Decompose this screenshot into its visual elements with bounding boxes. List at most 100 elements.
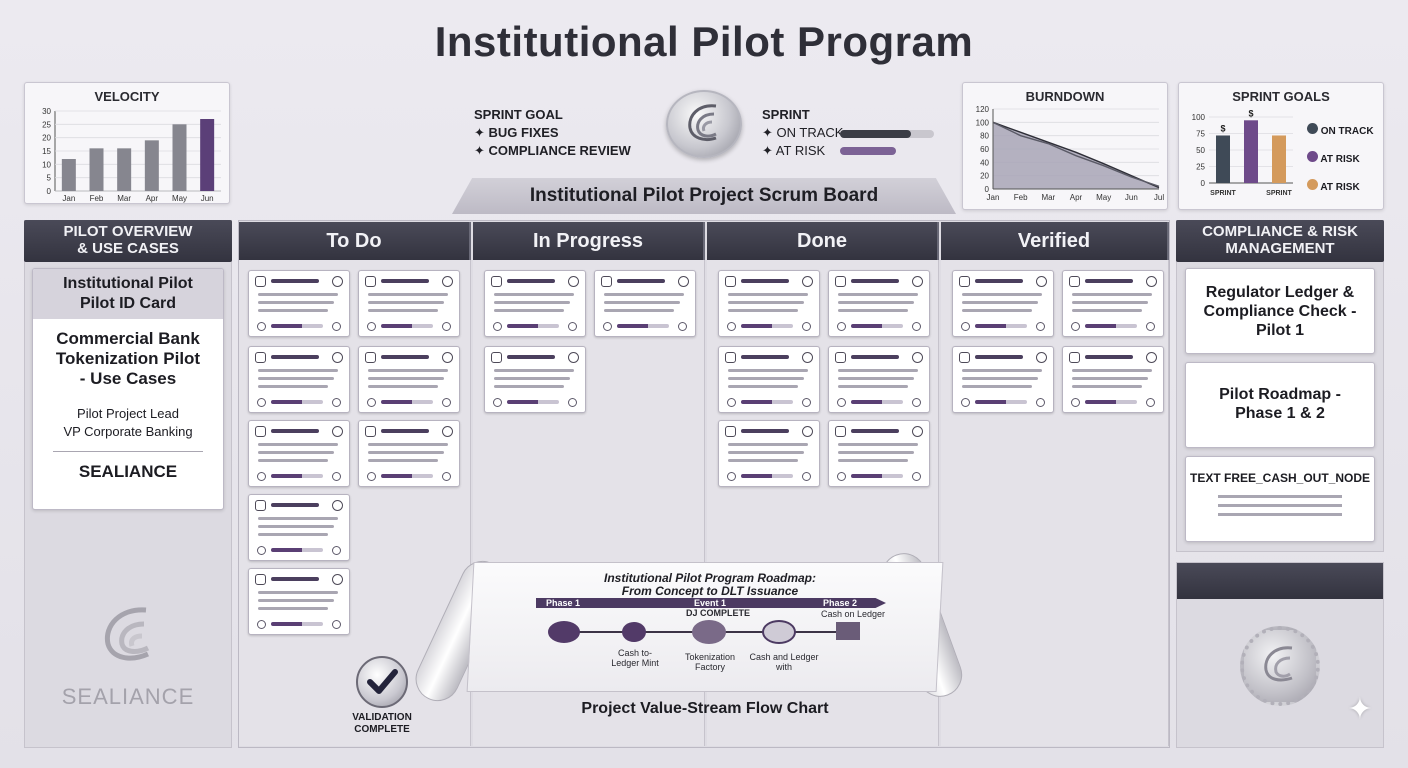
- x-tick-label: Mar: [117, 194, 131, 203]
- text-line: [1072, 301, 1148, 304]
- task-card[interactable]: [828, 346, 930, 413]
- sprint-goal-item: ✦ COMPLIANCE REVIEW: [474, 143, 631, 158]
- x-tick-label: Jan: [62, 194, 75, 203]
- column-header-verified[interactable]: Verified: [941, 222, 1169, 260]
- attachment-icon: [912, 472, 921, 481]
- task-card[interactable]: [484, 270, 586, 337]
- task-card[interactable]: [1062, 346, 1164, 413]
- attachment-icon: [1146, 398, 1155, 407]
- pilot-roadmap-card[interactable]: Pilot Roadmap - Phase 1 & 2: [1185, 362, 1375, 448]
- cash-out-node-card[interactable]: TEXT FREE_CASH_OUT_NODE: [1185, 456, 1375, 542]
- text-line: [258, 377, 334, 380]
- text-line: [258, 517, 338, 520]
- x-tick-label: Mar: [1041, 193, 1055, 202]
- assignee-icon: [961, 398, 970, 407]
- column-header-in-progress[interactable]: In Progress: [473, 222, 705, 260]
- x-tick-label: SPRINT: [1210, 190, 1236, 197]
- task-card[interactable]: [248, 494, 350, 561]
- regulator-ledger-card[interactable]: Regulator Ledger & Compliance Check - Pi…: [1185, 268, 1375, 354]
- task-progress-bar: [1085, 324, 1137, 328]
- assignee-icon: [727, 322, 736, 331]
- left-panel-header: PILOT OVERVIEW & USE CASES: [24, 220, 232, 262]
- task-type-icon: [255, 574, 266, 585]
- task-card[interactable]: [718, 346, 820, 413]
- text-line: [258, 301, 334, 304]
- task-card[interactable]: [718, 270, 820, 337]
- text-line: [494, 377, 570, 380]
- task-progress-bar: [381, 324, 433, 328]
- task-card[interactable]: [484, 346, 586, 413]
- assignee-icon: [257, 398, 266, 407]
- task-card[interactable]: [358, 270, 460, 337]
- text-line: [494, 293, 574, 296]
- assignee-icon: [837, 398, 846, 407]
- assignee-icon: [1071, 322, 1080, 331]
- task-title-placeholder: [1085, 279, 1133, 283]
- text-line: [1218, 504, 1342, 507]
- text-line: [728, 451, 804, 454]
- y-tick-label: 15: [42, 147, 51, 156]
- pilot-id-card[interactable]: Institutional Pilot Pilot ID Card Commer…: [32, 268, 224, 510]
- task-title-placeholder: [1085, 355, 1133, 359]
- task-progress-bar: [851, 324, 903, 328]
- text-line: [494, 301, 570, 304]
- column-header-done[interactable]: Done: [707, 222, 939, 260]
- sprint-goal-heading: SPRINT GOAL: [474, 107, 563, 122]
- assignee-icon: [961, 322, 970, 331]
- task-card[interactable]: [248, 346, 350, 413]
- task-type-icon: [959, 352, 970, 363]
- task-card[interactable]: [358, 346, 460, 413]
- column-header-todo[interactable]: To Do: [239, 222, 471, 260]
- task-card[interactable]: [594, 270, 696, 337]
- task-card[interactable]: [718, 420, 820, 487]
- task-progress-bar: [741, 474, 793, 478]
- attachment-icon: [332, 620, 341, 629]
- divider: [53, 451, 203, 452]
- task-card[interactable]: [828, 420, 930, 487]
- assignee-icon: [257, 322, 266, 331]
- task-card[interactable]: [952, 346, 1054, 413]
- text-line: [494, 309, 564, 312]
- x-tick-label: Feb: [1014, 193, 1028, 202]
- task-type-icon: [601, 276, 612, 287]
- task-card[interactable]: [358, 420, 460, 487]
- task-progress-bar: [1085, 400, 1137, 404]
- text-line: [258, 309, 328, 312]
- task-card[interactable]: [248, 270, 350, 337]
- roadmap-node-label: Tokenization Factory: [684, 652, 736, 672]
- task-type-icon: [365, 426, 376, 437]
- attachment-icon: [442, 472, 451, 481]
- text-line: [838, 309, 908, 312]
- task-card[interactable]: [248, 568, 350, 635]
- x-tick-label: Feb: [90, 194, 104, 203]
- assignee-icon: [367, 472, 376, 481]
- y-tick-label: 60: [980, 145, 989, 154]
- y-tick-label: 0: [1201, 179, 1206, 188]
- task-card[interactable]: [248, 420, 350, 487]
- assignee-icon: [837, 472, 846, 481]
- y-tick-label: 75: [1196, 130, 1205, 139]
- task-title-placeholder: [851, 355, 899, 359]
- task-card[interactable]: [952, 270, 1054, 337]
- y-tick-label: 100: [976, 118, 990, 127]
- roadmap-phase-label: Event 1: [693, 598, 726, 608]
- text-line: [728, 377, 804, 380]
- x-tick-label: Jun: [1125, 193, 1138, 202]
- assignee-icon: [1071, 398, 1080, 407]
- task-card[interactable]: [828, 270, 930, 337]
- y-tick-label: 10: [42, 160, 51, 169]
- bar-label: $: [1248, 108, 1253, 118]
- task-type-icon: [365, 276, 376, 287]
- task-card[interactable]: [1062, 270, 1164, 337]
- roadmap-node: [622, 622, 646, 642]
- y-tick-label: 80: [980, 132, 989, 141]
- sealiance-watermark-text: SEALIANCE: [61, 684, 195, 709]
- status-icon: [802, 276, 813, 287]
- roadmap-milestone: DJ COMPLETE: [685, 608, 750, 618]
- task-type-icon: [835, 276, 846, 287]
- sprint-goal-item: ✦ BUG FIXES: [474, 125, 559, 140]
- sealiance-seal-icon: [1240, 626, 1320, 706]
- assignee-icon: [493, 322, 502, 331]
- task-progress-bar: [507, 400, 559, 404]
